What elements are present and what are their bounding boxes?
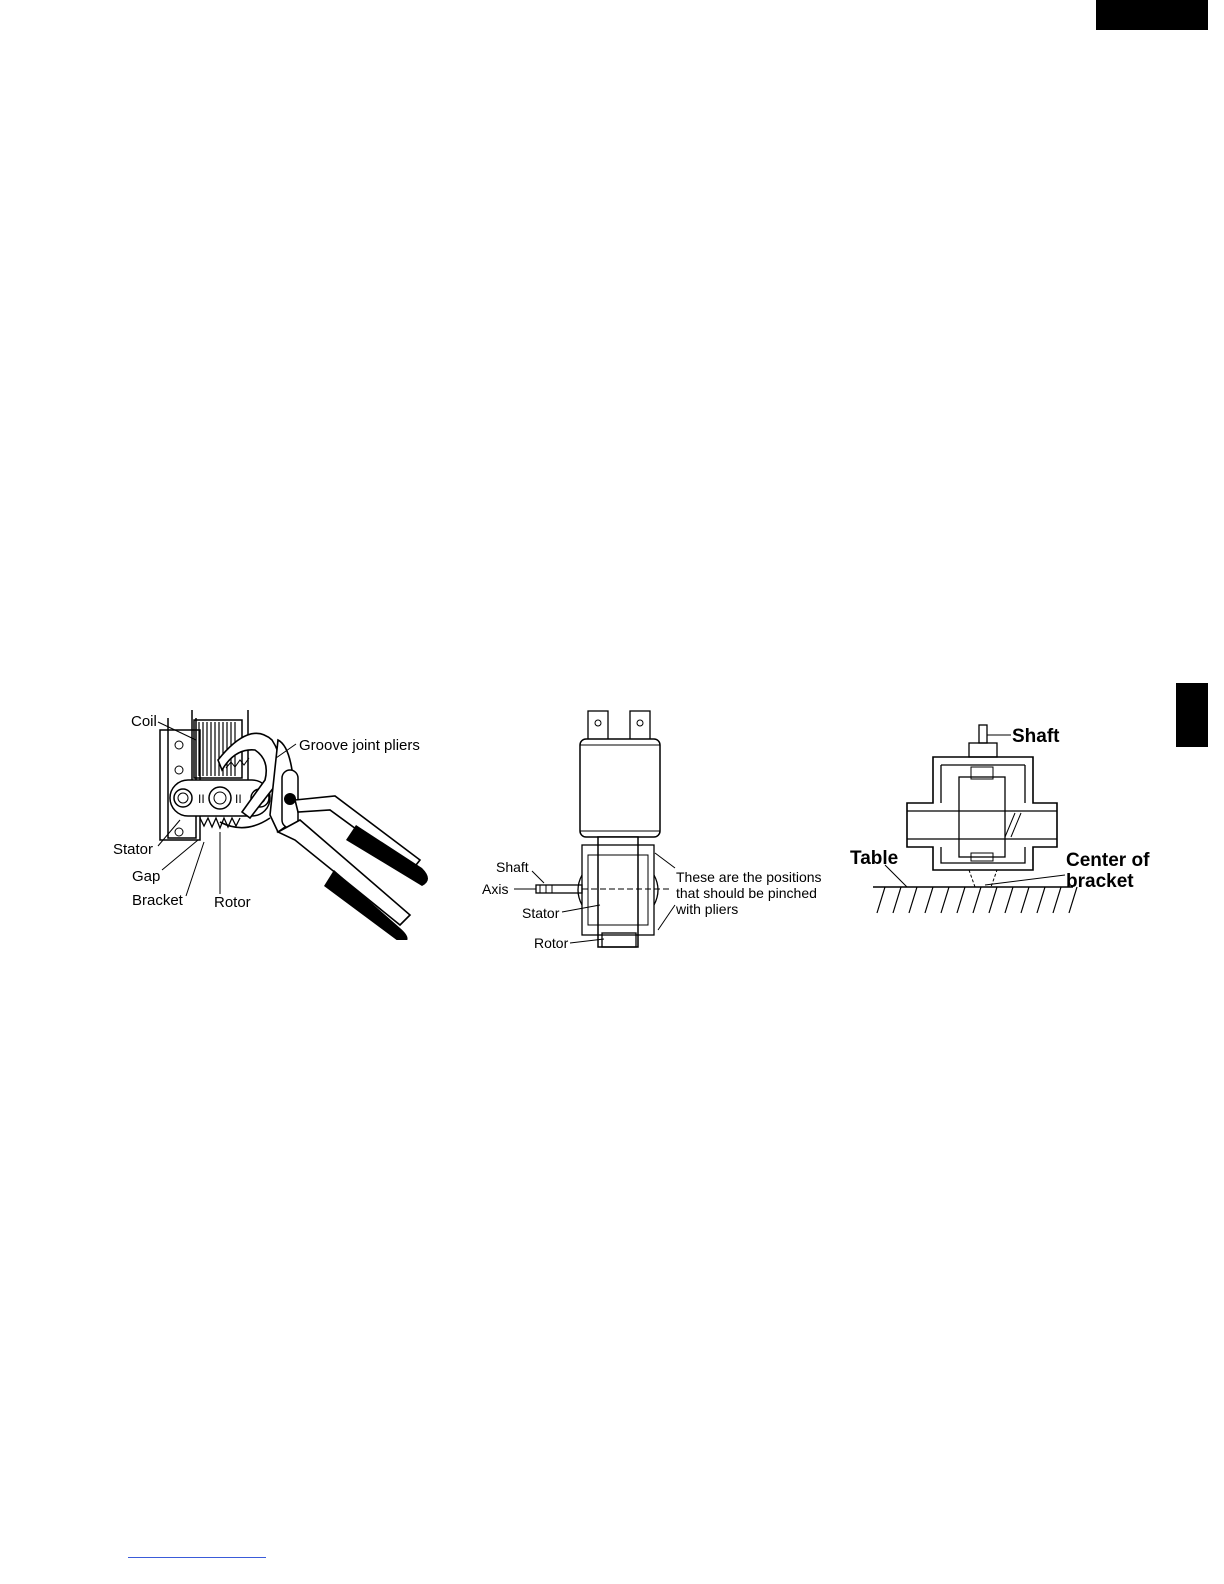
footer-link-underline[interactable] <box>128 1557 266 1558</box>
pinch-note-line1: These are the positions <box>676 869 822 885</box>
stator-label-fig2: Stator <box>522 905 560 921</box>
shaft-label-fig3: Shaft <box>1012 726 1060 747</box>
table-label: Table <box>850 848 898 869</box>
bracket-label-fig3: bracket <box>1066 871 1134 892</box>
figure-pliers-on-motor: ΙΙ ΙΙ Coil Groove joint pliers Stator Ga… <box>100 700 450 940</box>
section-tab-marker <box>1176 683 1208 747</box>
stator-label: Stator <box>113 841 153 858</box>
rotor-label: Rotor <box>214 894 251 911</box>
bracket-label: Bracket <box>132 892 184 909</box>
shaft-label-fig2: Shaft <box>496 859 529 875</box>
figure-motor-pinch-positions: Shaft Axis Stator Rotor These are the po… <box>470 705 850 955</box>
svg-text:ΙΙ: ΙΙ <box>198 792 205 806</box>
svg-text:ΙΙ: ΙΙ <box>235 792 242 806</box>
page-tab-marker <box>1096 0 1208 30</box>
pinch-note-line3: with pliers <box>675 901 738 917</box>
gap-label: Gap <box>132 868 160 885</box>
groove-joint-pliers-label: Groove joint pliers <box>299 737 420 754</box>
coil-label: Coil <box>131 713 157 730</box>
figure-motor-on-table: Shaft Table Center of bracket <box>845 715 1165 915</box>
rotor-label-fig2: Rotor <box>534 935 569 951</box>
axis-label-fig2: Axis <box>482 881 508 897</box>
pinch-note-line2: that should be pinched <box>676 885 817 901</box>
center-of-label: Center of <box>1066 850 1150 871</box>
